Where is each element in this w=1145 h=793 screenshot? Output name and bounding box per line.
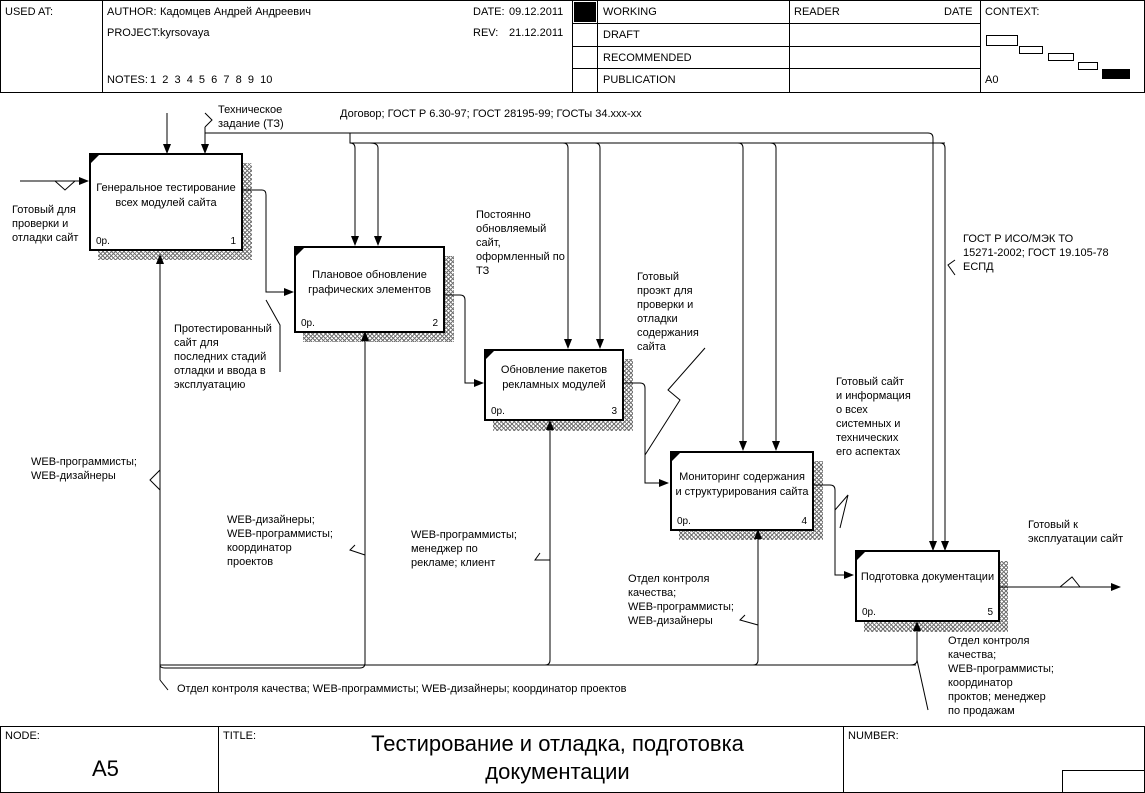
arrow-label-tested-site: Протестированный сайт для последних стад… [174,323,272,391]
number-box [1062,770,1145,793]
activity-box-1-number: 1 [230,236,236,247]
rev-label: REV: [473,27,499,39]
arrow-label-mech-3: WEB-программисты; менеджер по рекламе; к… [411,529,517,569]
arrow-label-ready-input: Готовый для проверки и отладки сайт [12,204,79,244]
arrow-label-ready-output: Готовый к эксплуатации сайт [1028,519,1124,545]
activity-box-5-number: 5 [987,607,993,618]
activity-box-4-number: 4 [801,516,807,527]
activity-box-5-cost: 0р. [862,607,876,618]
reader-date-label: DATE [944,6,973,18]
arrow-label-ready-site-info: Готовый сайт и информация о всех системн… [836,376,911,458]
activity-box-2-cost: 0р. [301,318,315,329]
author-value: Кадомцев Андрей Андреевич [160,6,311,18]
reader-label: READER [794,6,840,18]
activity-box-3-label: Обновление пакетов рекламных модулей [500,364,608,391]
number-label: NUMBER: [848,730,899,742]
working-marker [574,2,596,22]
control-arrow-main [204,127,937,551]
arrow-label-updated-site: Постоянно обновляемый сайт, оформленный … [476,209,565,277]
activity-box-2-number: 2 [432,318,438,329]
arrow-label-ready-project: Готовый проэкт для проверки и отладки со… [637,271,699,353]
context-label: CONTEXT: [985,6,1040,18]
activity-box-5-label: Подготовка документации [860,571,995,583]
arrow-label-contract: Договор; ГОСТ Р 6.30-97; ГОСТ 28195-99; … [340,108,642,120]
node-label: NODE: [5,730,40,742]
used-at-label: USED AT: [5,6,54,18]
arrow-label-mech-all: Отдел контроля качества; WEB-программист… [177,683,627,695]
activity-box-3-cost: 0р. [491,406,505,417]
node-value: A5 [92,756,119,781]
author-label: AUTHOR: [107,6,157,18]
arrow-label-mech-5: Отдел контроля качества; WEB-программист… [948,635,1054,717]
rev-value: 21.12.2011 [509,27,564,39]
activity-box-1-label: Генеральное тестирование всех модулей са… [96,182,236,209]
title-label: TITLE: [223,730,257,742]
status-working: WORKING [603,6,657,18]
status-publication: PUBLICATION [603,74,676,86]
arrow-label-tz: Техническое задание (ТЗ) [218,104,284,130]
activity-box-4[interactable]: Мониторинг содержания и структурирования… [670,451,814,531]
arrow-label-mech-4: Отдел контроля качества; WEB-программист… [628,573,734,627]
arrow-label-mech-1: WEB-программисты; WEB-дизайнеры [31,456,137,482]
arrow-label-mech-2: WEB-дизайнеры; WEB-программисты; координ… [227,514,333,568]
activity-box-2-label: Плановое обновление графических элементо… [308,269,431,296]
arrow-label-gost-iso: ГОСТ Р ИСО/МЭК ТО 15271-2002; ГОСТ 19.10… [963,233,1109,273]
activity-box-5[interactable]: Подготовка документации 0р. 5 [855,550,1000,622]
activity-box-4-cost: 0р. [677,516,691,527]
project-value: kyrsovaya [160,27,210,39]
status-draft: DRAFT [603,29,640,41]
notes-values: 1 2 3 4 5 6 7 8 9 10 [150,74,273,86]
date-value: 09.12.2011 [509,6,564,18]
status-recommended: RECOMMENDED [603,52,692,64]
project-label: PROJECT: [107,27,161,39]
activity-box-1-cost: 0р. [96,236,110,247]
activity-box-4-label: Мониторинг содержания и структурирования… [675,471,809,498]
diagram-title: Тестирование и отладка, подготовка докум… [371,731,744,784]
activity-box-3[interactable]: Обновление пакетов рекламных модулей 0р.… [484,349,624,421]
activity-box-2[interactable]: Плановое обновление графических элементо… [294,246,445,333]
activity-box-3-number: 3 [611,406,617,417]
date-label: DATE: [473,6,505,18]
activity-box-1[interactable]: Генеральное тестирование всех модулей са… [89,153,243,251]
notes-label: NOTES: [107,74,148,86]
context-node: A0 [985,74,999,86]
